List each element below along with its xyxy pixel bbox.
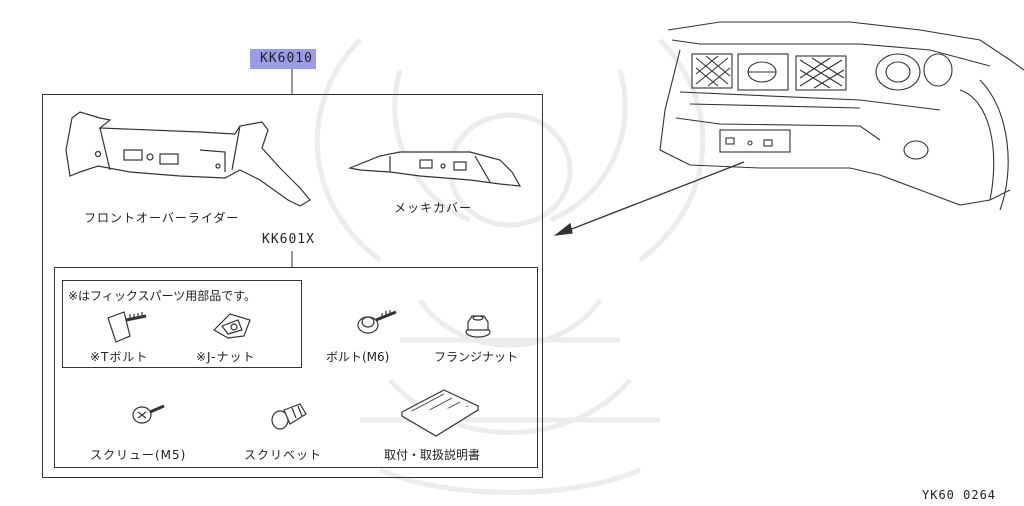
direction-arrow [553,161,745,236]
t-bolt-label: ※Tボルト [90,350,149,364]
j-nut-label: ※J-ナット [196,350,256,364]
car-front-drawing [659,21,1024,211]
fix-parts-note: ※はフィックスパーツ用部品です。 [68,289,257,303]
front-over-rider-label: フロントオーバーライダー [84,211,240,225]
main-kit-box [42,94,543,478]
flange-nut-label: フランジナット [434,350,519,364]
main-part-code[interactable]: KK6010 [260,51,313,66]
manual-drawing [400,389,480,437]
t-bolt-drawing [107,311,147,343]
reference-code: YK60 0264 [922,488,997,502]
sub-kit-box [54,267,538,468]
bolt-m6-label: ボルト(M6) [326,350,390,364]
screw-rivet-drawing [271,403,307,430]
screw-m5-drawing [132,404,165,424]
j-nut-drawing [213,313,251,339]
fix-parts-box [62,280,302,368]
front-over-rider-drawing [65,111,311,207]
manual-label: 取付・取扱説明書 [384,448,481,462]
screw-m5-label: スクリュー(M5) [90,448,187,462]
bolt-m6-drawing [357,310,397,334]
plating-cover-label: メッキカバー [394,201,473,215]
flange-nut-drawing [465,315,491,338]
code-highlight [250,49,316,69]
sub-part-code[interactable]: KK601X [262,232,315,247]
plating-cover-drawing [347,151,522,187]
screw-rivet-label: スクリベット [244,448,323,462]
